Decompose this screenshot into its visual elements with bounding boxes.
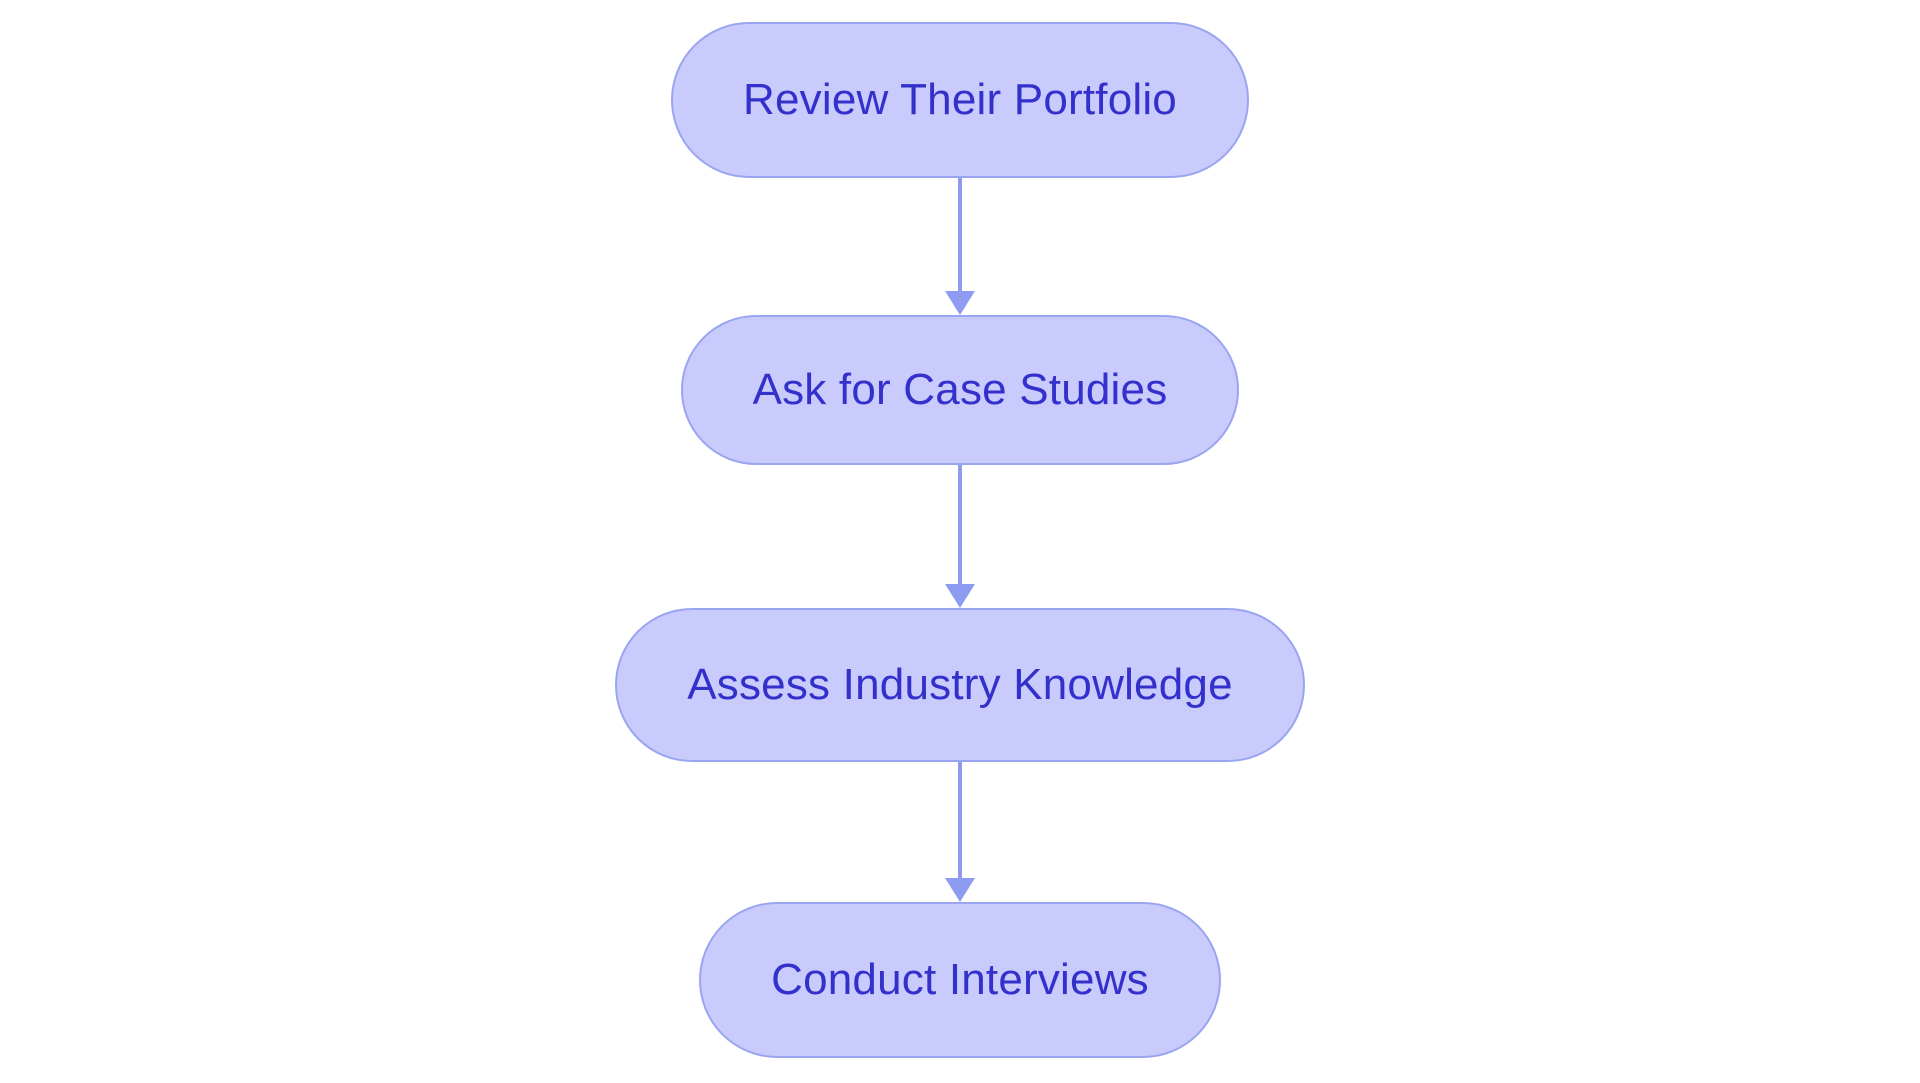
edge-line — [958, 762, 962, 879]
flow-node-label: Assess Industry Knowledge — [687, 660, 1233, 709]
arrow-down-icon — [945, 584, 975, 608]
arrow-down-icon — [945, 291, 975, 315]
flow-edge-node2-to-node3 — [930, 465, 990, 608]
flow-node-review-their-portfolio[interactable]: Review Their Portfolio — [671, 22, 1249, 178]
arrow-down-icon — [945, 878, 975, 902]
flow-node-conduct-interviews[interactable]: Conduct Interviews — [699, 902, 1221, 1058]
flow-edge-node1-to-node2 — [930, 178, 990, 315]
flow-edge-node3-to-node4 — [930, 762, 990, 902]
edge-line — [958, 178, 962, 292]
flow-node-label: Ask for Case Studies — [752, 365, 1168, 414]
flow-node-label: Review Their Portfolio — [743, 75, 1177, 124]
flow-node-label: Conduct Interviews — [771, 955, 1149, 1004]
flow-node-assess-industry-knowledge[interactable]: Assess Industry Knowledge — [615, 608, 1305, 762]
flow-node-ask-for-case-studies[interactable]: Ask for Case Studies — [680, 315, 1240, 465]
edge-line — [958, 465, 962, 585]
